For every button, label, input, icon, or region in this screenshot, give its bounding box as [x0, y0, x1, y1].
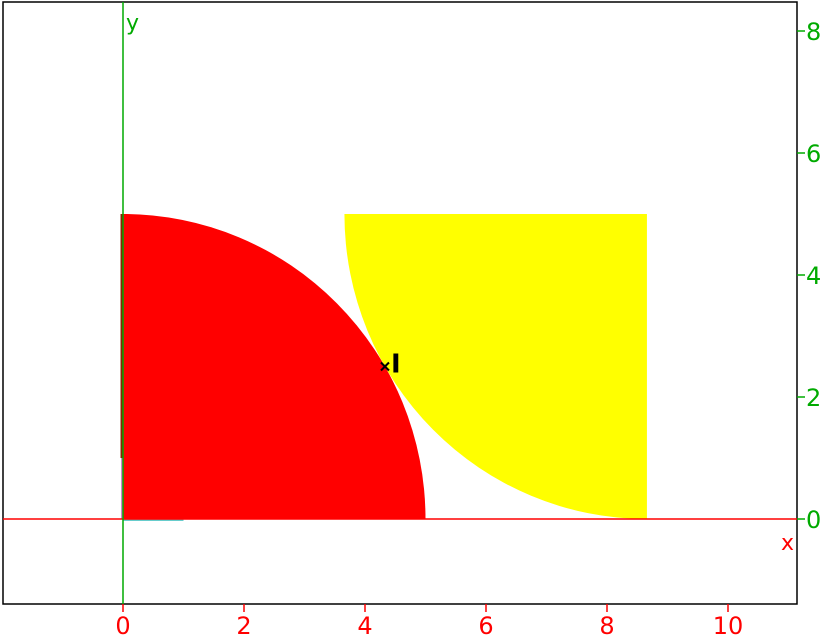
point-label: I — [391, 350, 401, 380]
y-tick-label: 0 — [806, 506, 821, 534]
yellow-region — [344, 214, 647, 519]
x-tick-label: 2 — [236, 612, 251, 638]
y-tick-label: 8 — [806, 18, 821, 46]
y-tick-label: 2 — [806, 384, 821, 412]
point-marker — [380, 361, 390, 372]
red-quarter-disk — [123, 214, 426, 519]
x-tick-label: 0 — [115, 612, 130, 638]
y-tick-label: 6 — [806, 140, 821, 168]
x-tick-label: 8 — [599, 612, 614, 638]
x-axis-label: x — [781, 531, 794, 556]
y-axis-label: y — [126, 11, 139, 36]
x-tick-label: 10 — [713, 612, 744, 638]
x-tick-label: 4 — [357, 612, 372, 638]
x-tick-label: 6 — [478, 612, 493, 638]
y-tick-label: 4 — [806, 262, 821, 290]
